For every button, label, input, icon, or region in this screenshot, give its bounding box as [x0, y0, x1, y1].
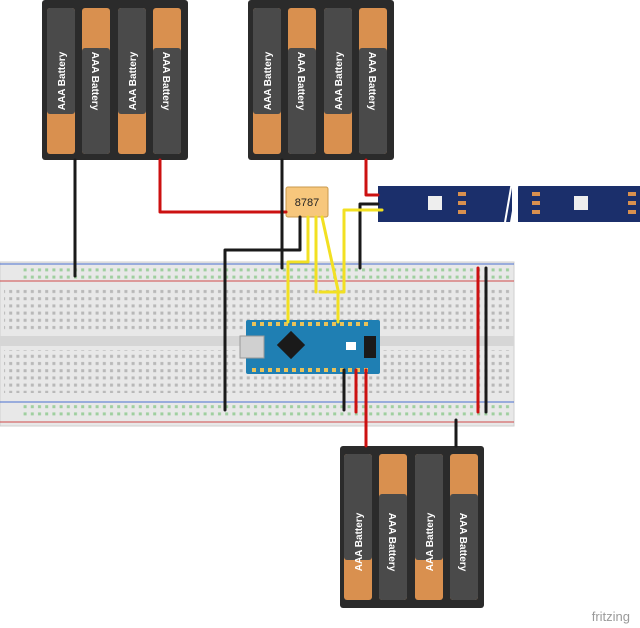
led-chip [428, 196, 442, 210]
battery-label: AAA Battery [160, 52, 171, 111]
wires [73, 158, 488, 448]
battery-cell: AAA Battery [47, 8, 75, 154]
voltage-regulator: 8787 [285, 186, 329, 218]
led-strip-cut-mark [509, 181, 519, 229]
icsp-header [364, 336, 376, 358]
battery-cell: AAA Battery [118, 8, 146, 154]
wire-yellow [320, 215, 340, 324]
battery-label: AAA Battery [128, 51, 139, 110]
arduino-board [246, 320, 380, 374]
battery-label: AAA Battery [295, 52, 306, 111]
led-pads [458, 192, 636, 214]
battery-label: AAA Battery [366, 52, 377, 111]
battery-label: AAA Battery [386, 513, 397, 572]
battery-label: AAA Battery [354, 512, 365, 571]
battery-label: AAA Battery [425, 512, 436, 571]
battery-cell: AAA Battery [288, 8, 316, 154]
led-strip-segment-left [378, 186, 512, 222]
battery-case [248, 0, 394, 160]
battery-cell: AAA Battery [415, 454, 443, 600]
led-chip [574, 196, 588, 210]
battery-case [340, 446, 484, 608]
bottom-rail-holes-2 [22, 412, 512, 419]
wire-yellow [318, 208, 384, 294]
usb-port [239, 335, 265, 359]
battery-label: AAA Battery [57, 51, 68, 110]
led-strip [378, 181, 640, 229]
regulator-label: 8787 [295, 197, 319, 209]
top-rail-holes-1 [22, 266, 512, 273]
battery-cell: AAA Battery [359, 8, 387, 154]
microcontroller-chip [276, 330, 306, 360]
wire-yellow [286, 215, 310, 324]
battery-cell: AAA Battery [450, 454, 478, 600]
battery-label: AAA Battery [334, 51, 345, 110]
wire-red [158, 158, 288, 214]
wire-red [364, 158, 380, 197]
battery-pack-top-middle: AAA Battery AAA Battery AAA Battery AAA … [248, 0, 394, 160]
reset-button [346, 342, 356, 350]
top-rail-holes-2 [22, 273, 512, 280]
battery-case [42, 0, 188, 160]
arduino-nano [239, 320, 380, 374]
battery-cell: AAA Battery [379, 454, 407, 600]
fritzing-watermark: fritzing [591, 609, 630, 624]
battery-cell: AAA Battery [253, 8, 281, 154]
battery-cell: AAA Battery [344, 454, 372, 600]
battery-cell: AAA Battery [324, 8, 352, 154]
battery-label: AAA Battery [89, 52, 100, 111]
battery-cell: AAA Battery [82, 8, 110, 154]
battery-pack-top-left: AAA Battery AAA Battery AAA Battery AAA … [42, 0, 188, 160]
wire-black [358, 202, 380, 270]
wire-black [223, 215, 302, 412]
arduino-pins-top [252, 322, 368, 326]
battery-label: AAA Battery [263, 51, 274, 110]
arduino-pins-bottom [252, 368, 368, 372]
bottom-rail-holes-1 [22, 405, 512, 412]
led-strip-cut-mark [503, 181, 513, 229]
battery-cell: AAA Battery [153, 8, 181, 154]
battery-pack-bottom-right: AAA Battery AAA Battery AAA Battery AAA … [340, 446, 484, 608]
battery-label: AAA Battery [457, 513, 468, 572]
